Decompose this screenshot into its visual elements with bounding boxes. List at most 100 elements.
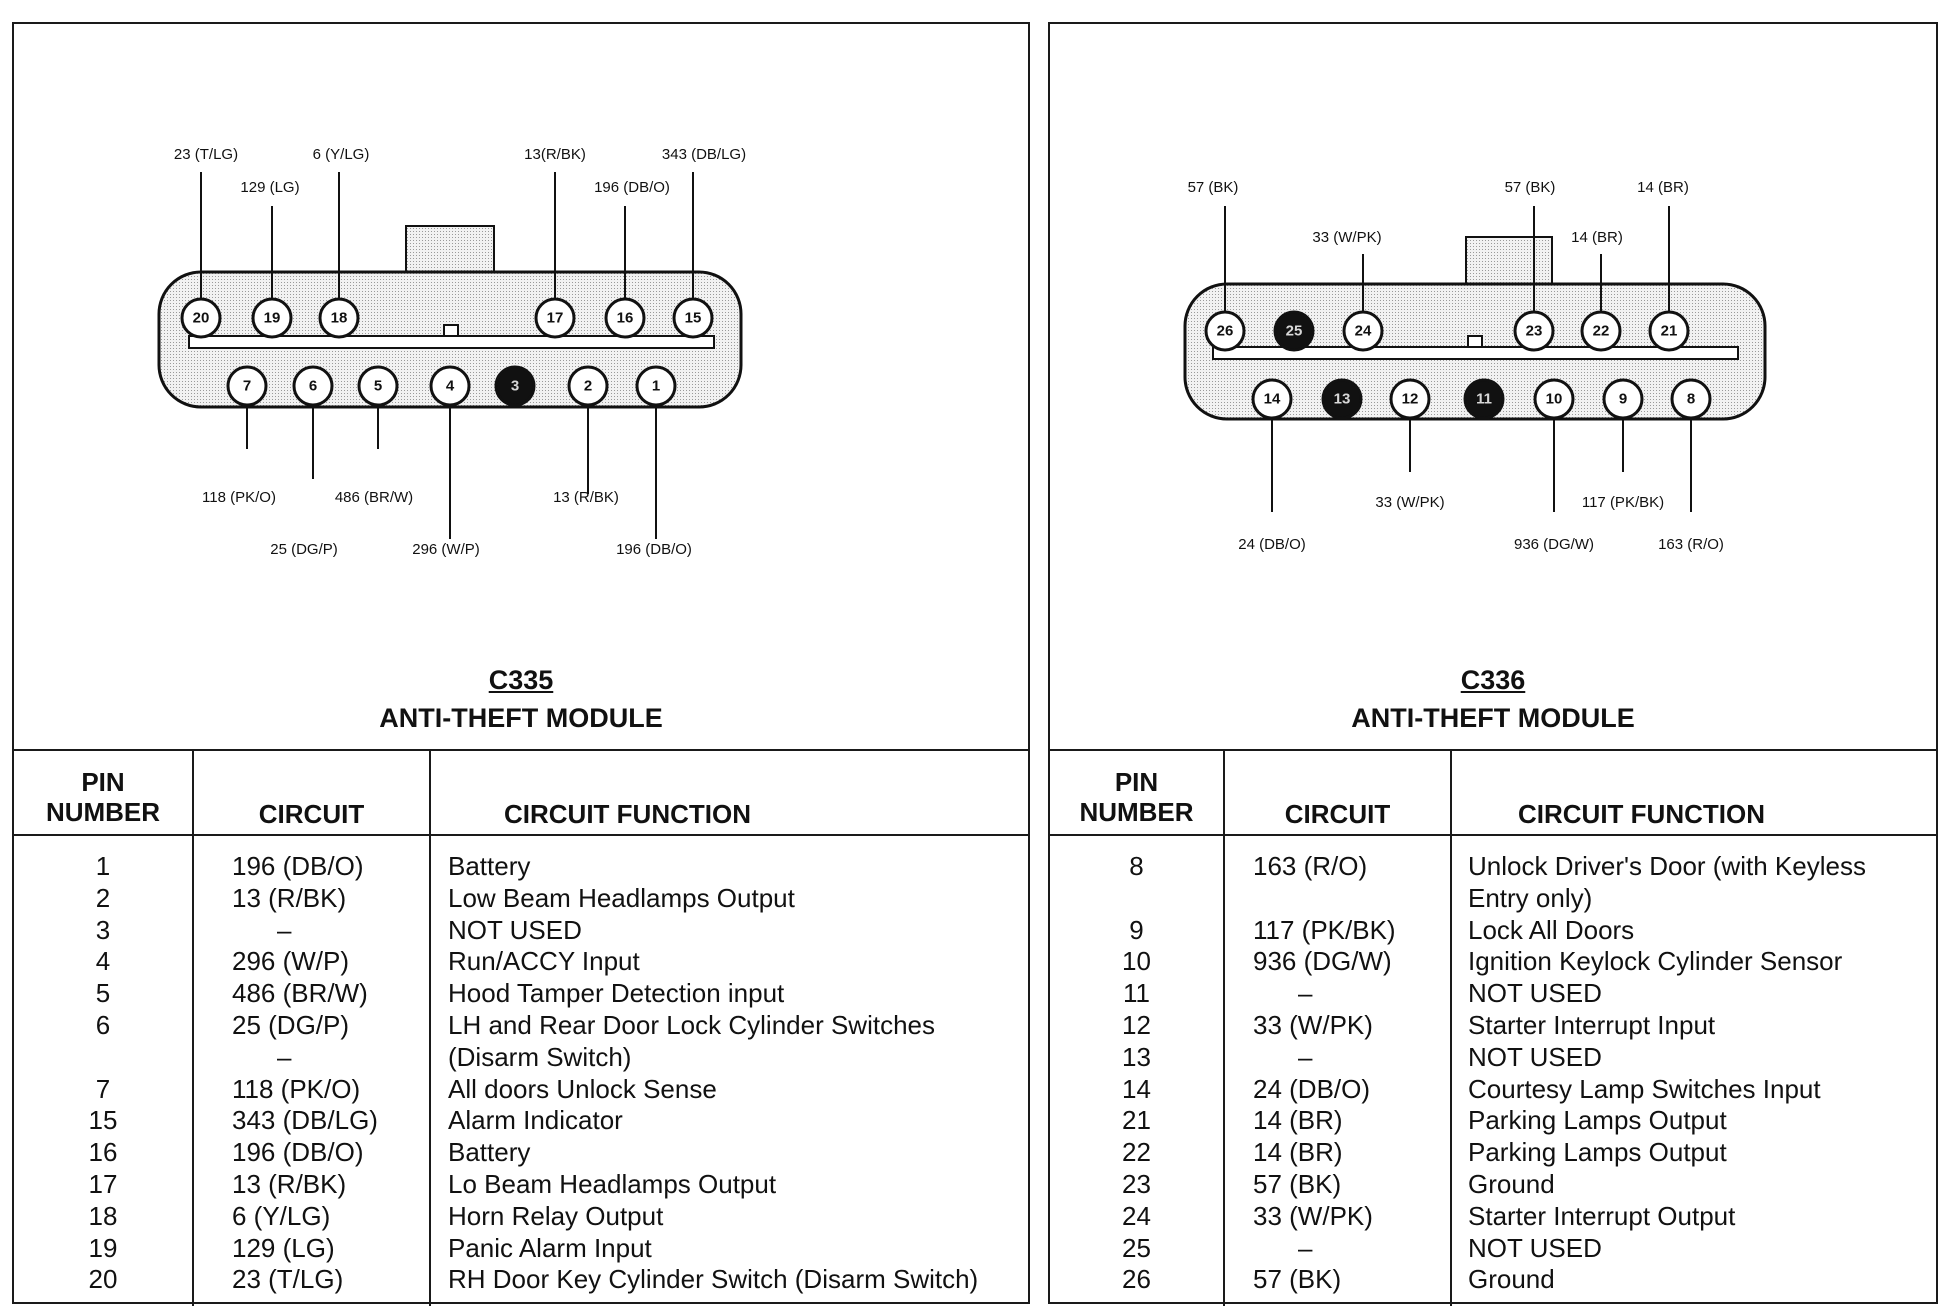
pin-cavity-plugged: [1321, 378, 1363, 420]
column-divider: [429, 751, 431, 1306]
wire-label: 57 (BK): [1188, 179, 1239, 196]
pin-number: 20: [193, 310, 210, 327]
keyway-notch: [1467, 335, 1483, 348]
pin-number-cell: 23: [1122, 1168, 1151, 1199]
pin-number: 13: [1334, 391, 1351, 408]
circuit-cell: 343 (DB/LG): [232, 1105, 378, 1136]
circuit-function-cell: Unlock Driver's Door (with Keyless: [1468, 851, 1866, 881]
wire-label: 14 (BR): [1637, 179, 1689, 196]
circuit-function-cell: NOT USED: [1468, 978, 1602, 1009]
connector-id: C335: [488, 665, 554, 695]
circuit-function-cell: Panic Alarm Input: [448, 1232, 652, 1263]
circuit-function-cell: Starter Interrupt Output: [1468, 1200, 1736, 1231]
header-pin-number: NUMBER: [1079, 797, 1194, 827]
connector-latch: [405, 225, 495, 275]
circuit-cell: 24 (DB/O): [1253, 1073, 1371, 1104]
wire-label: 6 (Y/LG): [313, 146, 370, 163]
circuit-function-cell: Ignition Keylock Cylinder Sensor: [1468, 946, 1843, 977]
pin-number-cell: 3: [95, 914, 111, 945]
pin-number: 21: [1661, 323, 1678, 340]
pin-15: 15: [672, 297, 714, 339]
table-row: 3–NOT USED: [14, 915, 1028, 947]
pin-cavity: [534, 297, 576, 339]
circuit-cell: 163 (R/O): [1253, 851, 1368, 881]
pin-3: 3: [494, 365, 536, 407]
pin-cavity: [1648, 310, 1690, 352]
pin-cavity: [567, 365, 609, 407]
circuit-function-cell: All doors Unlock Sense: [448, 1073, 717, 1104]
pin-number-cell: 10: [1122, 946, 1151, 977]
circuit-function-cell: Lock All Doors: [1468, 914, 1635, 945]
pin-number: 1: [652, 378, 660, 395]
circuit-cell: 936 (DG/W): [1253, 946, 1392, 977]
wire-label: 129 (LG): [240, 179, 299, 196]
pin-9: 9: [1602, 378, 1644, 420]
pin-cavity: [180, 297, 222, 339]
pin-number-cell: 20: [88, 1264, 118, 1295]
circuit-function-cell: Battery: [448, 851, 531, 881]
keyway-notch: [443, 324, 459, 337]
circuit-cell: 57 (BK): [1253, 1264, 1342, 1295]
column-divider: [1223, 751, 1225, 1306]
pin-number: 11: [1476, 391, 1492, 408]
circuit-function-cell: (Disarm Switch): [448, 1041, 632, 1072]
circuit-cell: 6 (Y/LG): [232, 1200, 331, 1231]
pin-number: 14: [1264, 391, 1281, 408]
pin-number: 26: [1217, 323, 1234, 340]
circuit-cell: –: [1298, 1232, 1313, 1263]
wire-label: 163 (R/O): [1658, 536, 1724, 553]
circuit-cell: 14 (BR): [1253, 1105, 1343, 1136]
pin-number-cell: 6: [95, 1009, 111, 1040]
pin-14: 14: [1251, 378, 1293, 420]
pin-cavity: [1602, 378, 1644, 420]
pin-cavity: [1251, 378, 1293, 420]
wire-label: 296 (W/P): [412, 541, 480, 558]
pin-number-cell: 5: [95, 978, 111, 1009]
pin-cavity: [226, 365, 268, 407]
pin-number-cell: 22: [1122, 1137, 1151, 1168]
pin-cavity: [429, 365, 471, 407]
pin-number-cell: 15: [88, 1105, 118, 1136]
pin-number-cell: 11: [1123, 978, 1150, 1009]
connector-latch: [1465, 236, 1553, 286]
pin-number: 15: [685, 310, 702, 327]
pin-8: 8: [1670, 378, 1712, 420]
header-pin: PIN: [81, 767, 125, 797]
pin-number: 17: [547, 310, 564, 327]
pin-cavity-plugged: [1463, 378, 1505, 420]
pin-1: 1: [635, 365, 677, 407]
pin-21: 21: [1648, 310, 1690, 352]
pin-number-cell: 24: [1122, 1200, 1151, 1231]
wire-label: 14 (BR): [1571, 229, 1623, 246]
table-row: 25–NOT USED: [1050, 1233, 1936, 1265]
pin-cavity: [292, 365, 334, 407]
pin-22: 22: [1580, 310, 1622, 352]
header-circuit: CIRCUIT: [1284, 799, 1391, 829]
pin-cavity: [1670, 378, 1712, 420]
table-row: 11–NOT USED: [1050, 978, 1936, 1010]
table-row: Entry only): [1050, 883, 1936, 915]
circuit-cell: 196 (DB/O): [232, 851, 364, 881]
header-circuit-function: CIRCUIT FUNCTION: [1518, 799, 1765, 829]
pin-16: 16: [604, 297, 646, 339]
circuit-function-cell: Starter Interrupt Input: [1468, 1009, 1716, 1040]
circuit-cell: –: [1298, 1041, 1313, 1072]
header-pin-number: NUMBER: [45, 797, 161, 827]
